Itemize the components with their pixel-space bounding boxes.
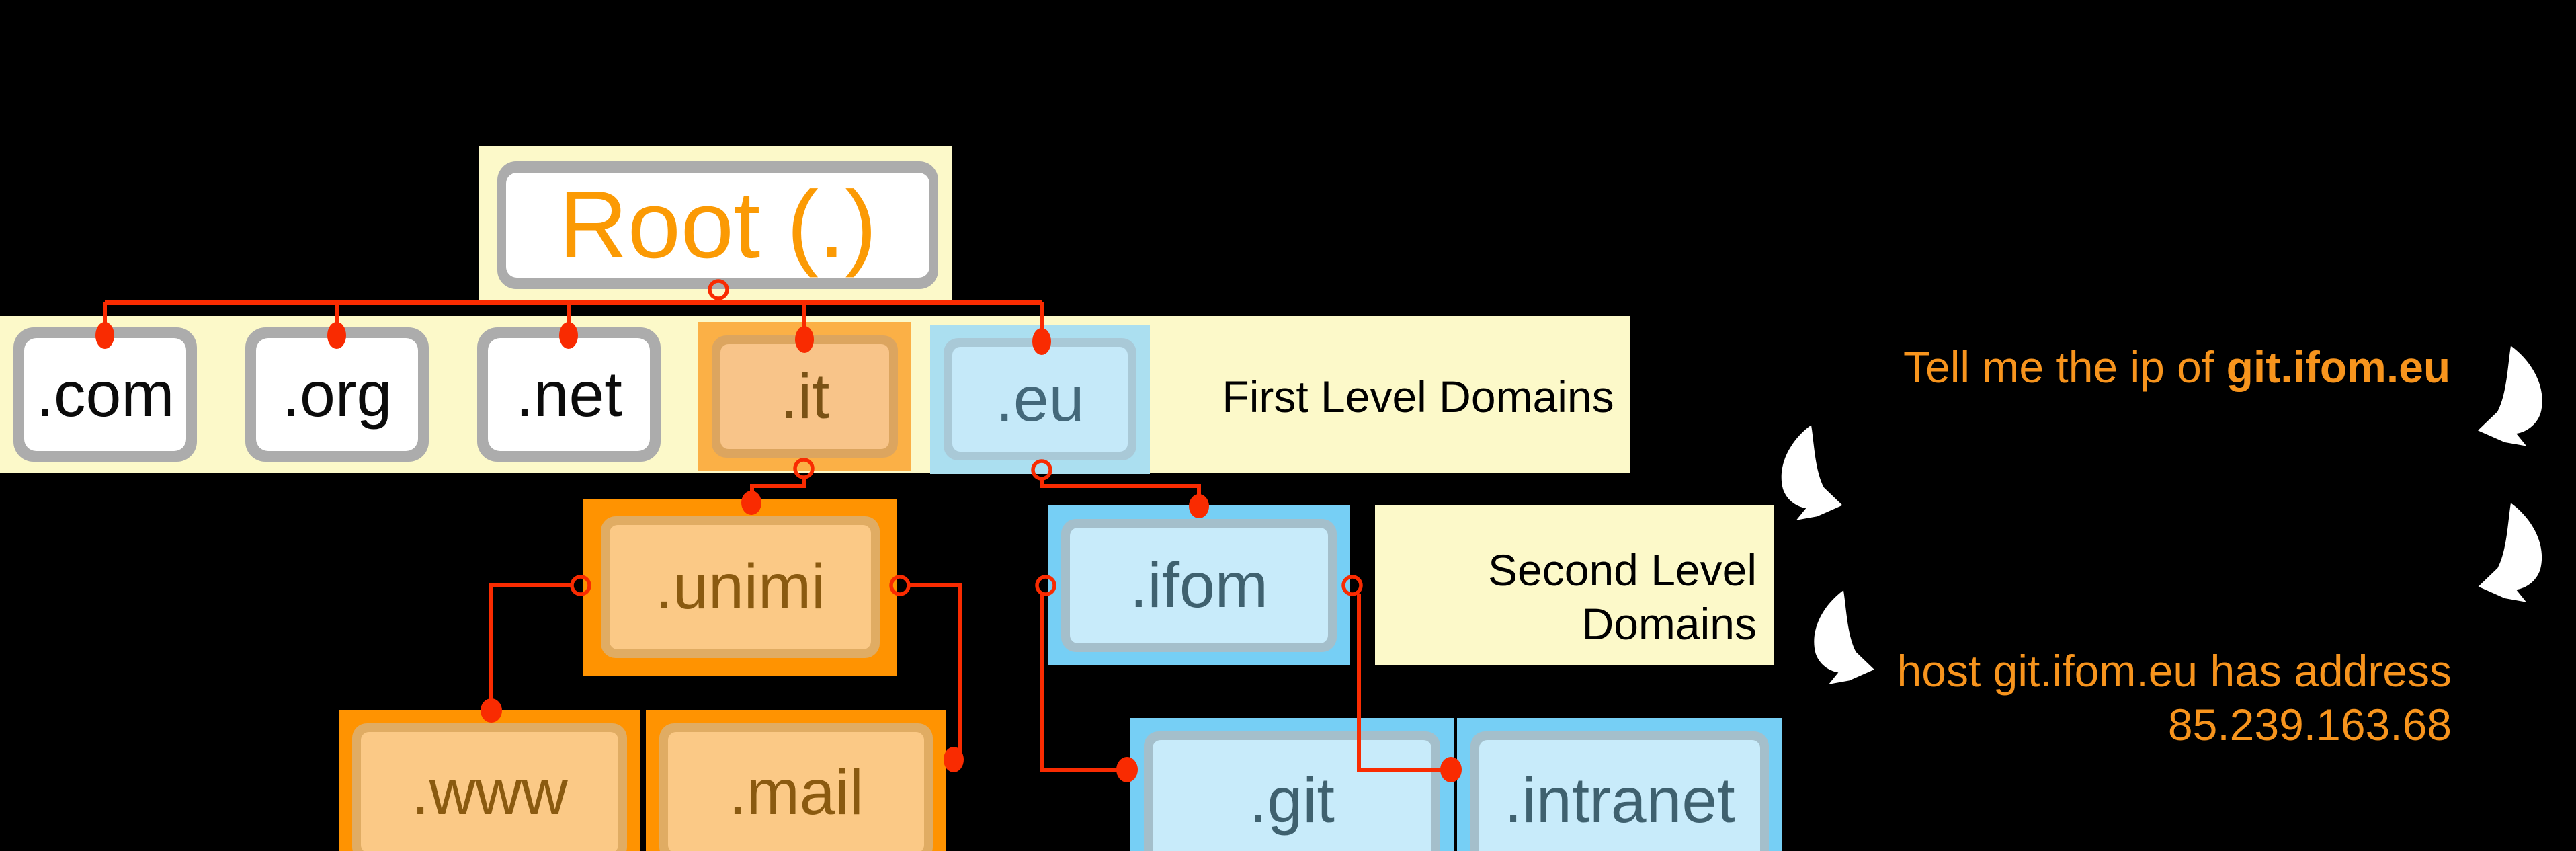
node-git-fill: .git bbox=[1153, 740, 1431, 851]
node-net-fill: .net bbox=[488, 338, 650, 451]
curved-arrow-icon bbox=[1772, 423, 1851, 522]
node-www-border: .www bbox=[352, 723, 627, 851]
node-eu: .eu bbox=[930, 325, 1150, 474]
query-hostname: git.ifom.eu bbox=[2226, 342, 2451, 392]
response-line1: host git.ifom.eu has address bbox=[1897, 646, 2452, 696]
node-mail-border: .mail bbox=[659, 723, 933, 851]
node-ifom-label: .ifom bbox=[1130, 549, 1268, 621]
node-org-border: .org bbox=[256, 338, 418, 451]
curved-arrow-icon bbox=[2468, 501, 2554, 604]
node-org-label: .org bbox=[282, 358, 392, 430]
node-it-border: .it bbox=[712, 335, 898, 458]
node-unimi: .unimi bbox=[583, 499, 897, 676]
node-unimi-border: .unimi bbox=[601, 516, 880, 658]
node-intranet: .intranet bbox=[1457, 718, 1782, 851]
curved-arrow-icon bbox=[1804, 589, 1883, 686]
node-intranet-fill: .intranet bbox=[1479, 740, 1760, 851]
query-prefix: Tell me the ip of bbox=[1903, 342, 2227, 392]
node-git-label: .git bbox=[1249, 764, 1335, 836]
root-label: Root (.) bbox=[558, 171, 877, 278]
first-level-label: First Level Domains bbox=[1222, 372, 1614, 421]
node-www: .www bbox=[339, 710, 640, 851]
second-level-label-line1: Second Level bbox=[1488, 545, 1757, 595]
node-eu-fill: .eu bbox=[952, 347, 1128, 452]
node-mail-label: .mail bbox=[729, 756, 864, 828]
node-ifom-border: .ifom bbox=[1061, 519, 1337, 652]
node-org: .org bbox=[245, 327, 429, 462]
response-text: host git.ifom.eu has address 85.239.163.… bbox=[1746, 644, 2452, 752]
root-node: Root (.) bbox=[506, 173, 929, 278]
node-it-label: .it bbox=[780, 360, 830, 432]
node-intranet-border: .intranet bbox=[1470, 731, 1769, 851]
node-mail-fill: .mail bbox=[668, 732, 924, 851]
node-www-label: .www bbox=[411, 756, 568, 828]
node-ifom: .ifom bbox=[1048, 505, 1350, 665]
node-it: .it bbox=[698, 322, 911, 471]
second-level-label-line2: Domains bbox=[1581, 599, 1757, 649]
node-unimi-label: .unimi bbox=[655, 551, 826, 622]
node-org-fill: .org bbox=[256, 338, 418, 451]
curved-arrow-icon bbox=[2468, 344, 2554, 448]
node-net-border: .net bbox=[488, 338, 650, 451]
node-git-border: .git bbox=[1144, 731, 1440, 851]
node-unimi-fill: .unimi bbox=[610, 525, 871, 649]
response-line2: 85.239.163.68 bbox=[2167, 700, 2452, 749]
node-com-label: .com bbox=[36, 358, 175, 430]
node-net-label: .net bbox=[515, 358, 622, 430]
node-it-fill: .it bbox=[720, 344, 889, 449]
node-com: .com bbox=[13, 327, 197, 462]
node-ifom-fill: .ifom bbox=[1070, 528, 1328, 643]
second-level-label: Second Level Domains bbox=[1375, 543, 1757, 651]
node-mail: .mail bbox=[646, 710, 946, 851]
node-git: .git bbox=[1130, 718, 1454, 851]
node-com-border: .com bbox=[24, 338, 186, 451]
node-net: .net bbox=[477, 327, 661, 462]
node-eu-border: .eu bbox=[944, 338, 1136, 460]
query-text: Tell me the ip of git.ifom.eu bbox=[1903, 340, 2450, 394]
node-com-fill: .com bbox=[24, 338, 186, 451]
node-eu-label: .eu bbox=[995, 363, 1085, 435]
node-intranet-label: .intranet bbox=[1504, 764, 1735, 836]
node-www-fill: .www bbox=[361, 732, 618, 851]
